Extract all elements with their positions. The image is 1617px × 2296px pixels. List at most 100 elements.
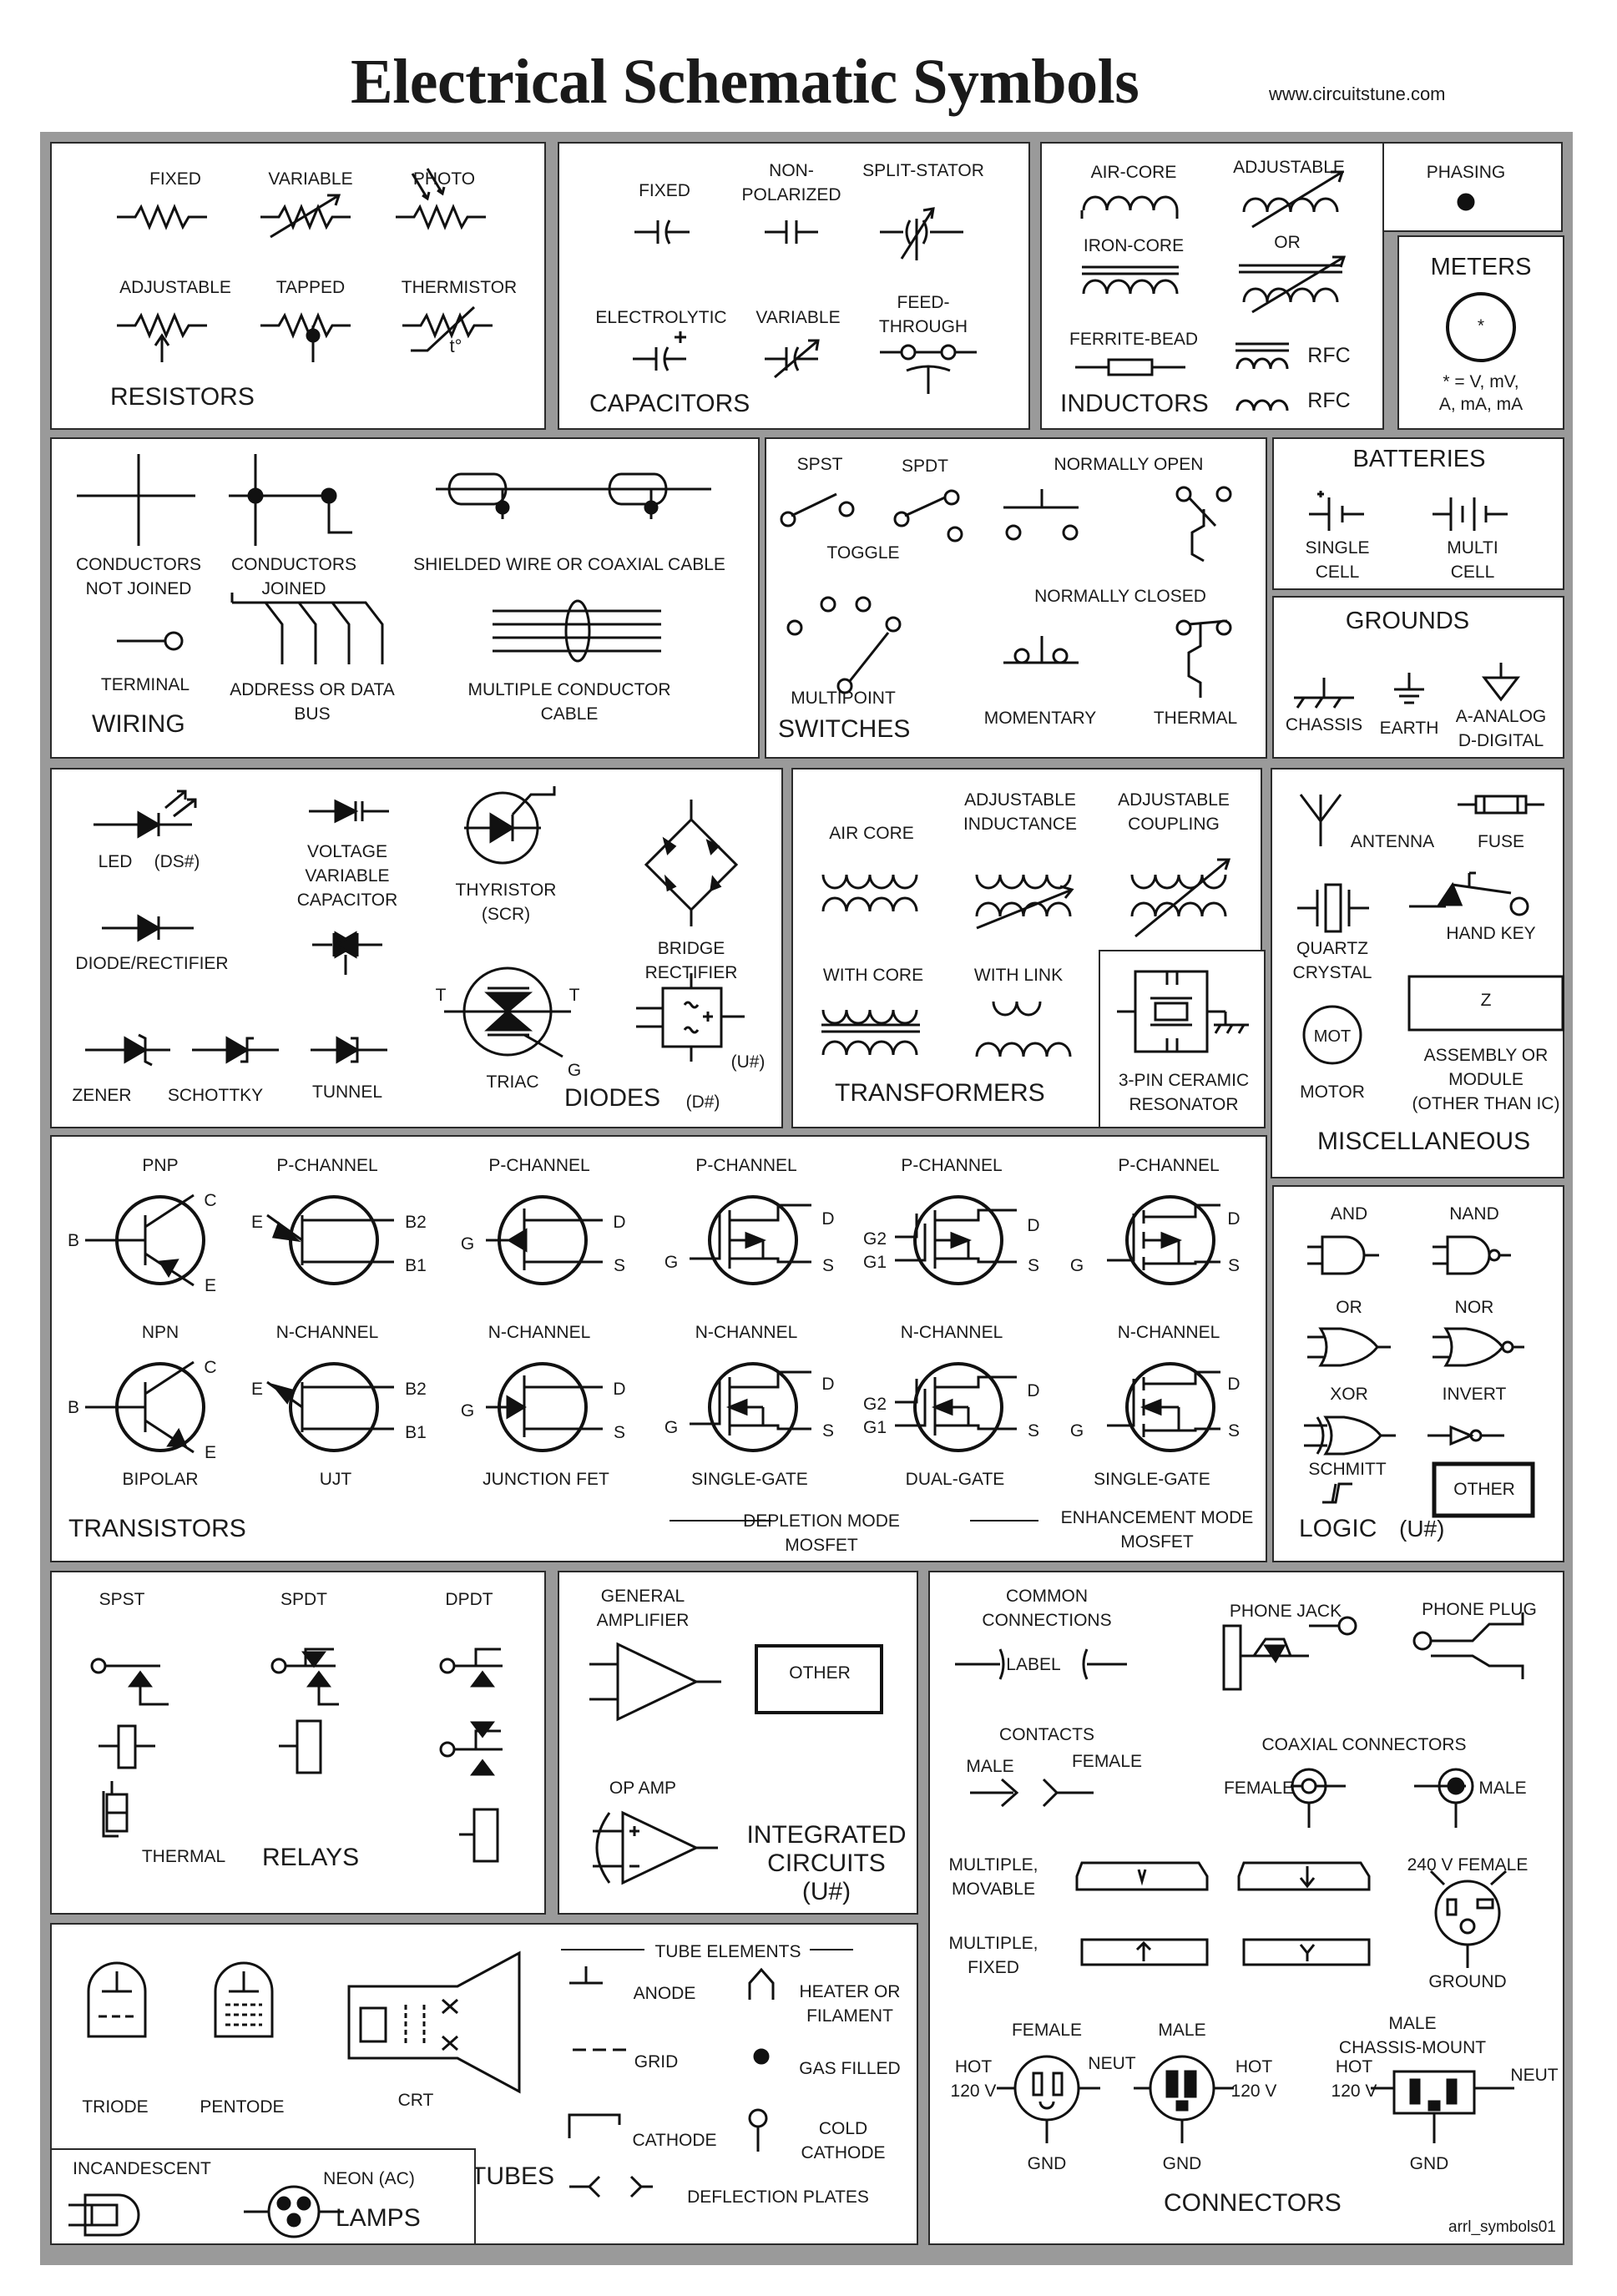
wiring-heading: WIRING [92,710,185,738]
label-ground: GROUND [1428,1972,1507,1991]
label-triac-g: G [567,1061,582,1080]
pin-g2: G2 [862,1395,887,1414]
label-assembly-module: ASSEMBLY OR MODULE (OTHER THAN IC) [1412,1046,1560,1113]
label-address-bus: ADDRESS OR DATA BUS [230,680,395,724]
capacitors-heading: CAPACITORS [589,390,750,417]
transformer-symbols [821,858,1231,1057]
relays-heading: RELAYS [262,1844,360,1871]
ground-symbols [1294,663,1521,709]
relays-panel: SPST SPDT DPDT THERMAL RELAYS [50,1571,546,1915]
label-hot: HOT 120 V [1230,2057,1277,2101]
pin-g1: G1 [862,1253,887,1272]
label-npn: NPN [141,1323,179,1342]
transformers-heading: TRANSFORMERS [835,1079,1045,1107]
label-n-channel: N-CHANNEL [275,1323,379,1342]
phasing-panel: PHASING [1384,142,1563,232]
label-schmitt: SCHMITT [1308,1460,1387,1479]
label-triac: TRIAC [486,1072,539,1092]
label-crt: CRT [397,2091,434,2110]
ic-symbols [589,1642,883,1885]
label-single-gate: SINGLE-GATE [691,1470,808,1489]
label-hand-key: HAND KEY [1446,924,1536,943]
label-n-channel: N-CHANNEL [488,1323,591,1342]
battery-symbols [1309,491,1508,531]
batteries-panel: BATTERIES SINGLE CELL MULTI CELL [1272,437,1564,590]
label-p-channel: P-CHANNEL [695,1156,797,1175]
diodes-tag: (D#) [685,1092,720,1112]
label-adjustable: ADJUSTABLE [1233,158,1345,177]
label-gnd: GND [1027,2154,1067,2173]
resonator-symbol [1117,970,1249,1053]
pin-g: G [1069,1421,1084,1441]
inductor-symbols [1075,170,1347,411]
label-cathode: CATHODE [632,2131,717,2150]
label-ferrite-bead: FERRITE-BEAD [1069,330,1199,349]
logic-tag: (U#) [1399,1516,1445,1542]
label-with-core: WITH CORE [822,966,924,985]
label-deflection-plates: DEFLECTION PLATES [687,2188,869,2207]
pin-g2: G2 [862,1229,887,1249]
label-n-channel: N-CHANNEL [695,1323,798,1342]
pin-s: S [1027,1421,1040,1441]
transistors-panel: PNP P-CHANNEL P-CHANNEL P-CHANNEL P-CHAN… [50,1135,1267,1562]
label-ds: (DS#) [154,852,200,871]
relay-symbols [90,1648,503,1863]
connector-symbols [955,1612,1524,2143]
switch-symbols [780,486,1232,698]
footer-code: arrl_symbols01 [1448,2218,1556,2236]
label-single-gate: SINGLE-GATE [1094,1470,1210,1489]
pin-s: S [613,1423,626,1442]
pin-g: G [460,1401,475,1420]
ic-heading: INTEGRATED CIRCUITS (U#) [746,1821,907,1905]
label-with-link: WITH LINK [973,966,1064,985]
label-n-channel: N-CHANNEL [1117,1323,1220,1342]
label-male: MALE [966,1757,1014,1776]
label-u: (U#) [730,1052,766,1072]
lamps-heading: LAMPS [336,2204,421,2232]
label-or: OR [1336,1298,1362,1317]
label-t-degree: t° [449,336,462,356]
label-adjustable: ADJUSTABLE [119,278,231,297]
pin-d: D [821,1375,835,1394]
label-motor: MOTOR [1300,1082,1365,1102]
pin-d: D [1027,1381,1040,1400]
lamps-panel: INCANDESCENT NEON (AC) LAMPS [50,2148,476,2245]
label-gnd: GND [1409,2154,1449,2173]
phasing-dot [1457,193,1475,211]
misc-symbols [1297,794,1564,1065]
pin-g: G [460,1234,475,1254]
tubes-heading: TUBES [471,2162,555,2190]
tube-symbols [87,1949,853,2198]
label-fixed: FIXED [149,169,201,189]
label-fuse: FUSE [1477,832,1525,851]
pin-g: G [664,1253,679,1272]
diodes-heading: DIODES [564,1084,661,1112]
label-common-connections: COMMON CONNECTIONS [982,1587,1112,1630]
pin-b2: B2 [405,1213,427,1232]
logic-heading: LOGIC [1299,1515,1377,1542]
pin-g: G [1069,1256,1084,1275]
label-grid: GRID [634,2052,679,2071]
label-mot: MOT [1313,1027,1352,1046]
pin-b2: B2 [405,1380,427,1399]
resonator-panel: 3-PIN CERAMIC RESONATOR [1099,950,1266,1128]
label-voltage-variable-capacitor: VOLTAGE VARIABLE CAPACITOR [296,842,398,910]
pin-e: E [250,1213,264,1232]
pin-s: S [821,1421,835,1441]
resistor-symbols [117,168,493,362]
label-earth: EARTH [1379,719,1439,738]
label-electrolytic: ELECTROLYTIC [595,308,727,327]
label-rfc: RFC [1307,389,1351,412]
wiring-symbols [77,454,711,664]
pin-c: C [204,1358,217,1377]
label-p-channel: P-CHANNEL [276,1156,378,1175]
label-multipoint: MULTIPOINT [791,689,896,708]
switches-panel: SPST SPDT NORMALLY OPEN TOGGLE NORMALLY … [765,437,1267,759]
label-heater: HEATER OR FILAMENT [799,1982,901,2026]
label-photo: PHOTO [412,169,476,189]
label-bipolar: BIPOLAR [122,1470,199,1489]
label-diode-rectifier: DIODE/RECTIFIER [75,954,229,973]
pin-e: E [204,1276,217,1295]
page-title: Electrical Schematic Symbols [351,47,1139,117]
label-air-core: AIR-CORE [1090,163,1177,182]
